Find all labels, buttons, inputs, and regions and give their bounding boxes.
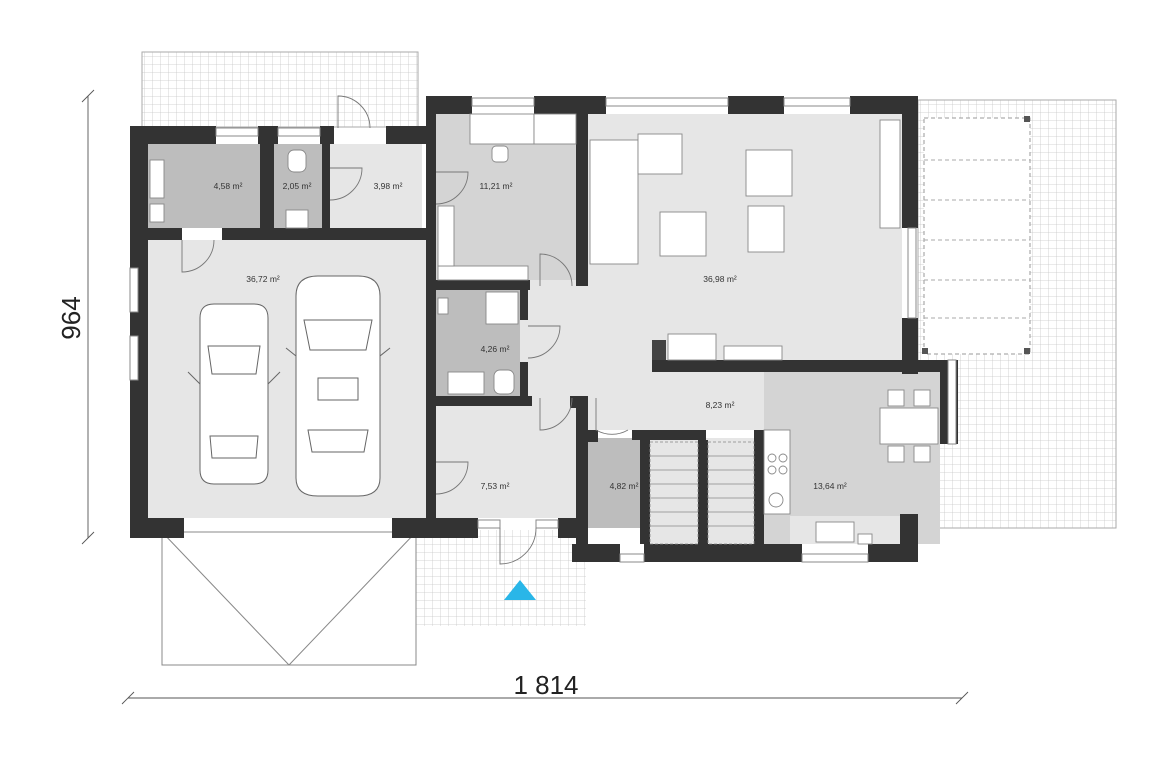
doors — [181, 95, 629, 565]
floor-pantry — [588, 438, 648, 528]
bathroom-furniture — [437, 291, 519, 395]
width-dimension-label: 1 814 — [513, 670, 578, 700]
floor-garage — [148, 240, 426, 518]
entrance-arrow-icon — [504, 580, 536, 600]
living-furniture — [589, 119, 901, 361]
car-icon — [285, 275, 391, 497]
car-icon — [187, 303, 281, 485]
kitchen-furniture — [763, 389, 939, 545]
stairs — [649, 441, 755, 545]
terrace-north-west — [142, 52, 418, 127]
room-area-hall: 8,23 m² — [706, 400, 735, 410]
room-area-living-room: 36,98 m² — [703, 274, 737, 284]
height-dimension-label: 964 — [56, 296, 86, 339]
room-area-utility: 4,58 m² — [214, 181, 243, 191]
room-area-bathroom: 4,26 m² — [481, 344, 510, 354]
room-labels: 4,58 m² 2,05 m² 3,98 m² 11,21 m² 36,98 m… — [214, 181, 847, 491]
utility-furniture — [149, 149, 309, 229]
dimension-height — [81, 89, 95, 545]
carport — [161, 531, 417, 666]
room-area-office: 11,21 m² — [480, 181, 513, 191]
office-furniture — [437, 113, 577, 281]
room-area-entrance: 7,53 m² — [481, 481, 510, 491]
room-area-wc: 2,05 m² — [283, 181, 312, 191]
entrance-paving — [416, 530, 586, 626]
floor-utility — [148, 144, 260, 228]
room-area-pantry: 4,82 m² — [610, 481, 639, 491]
pergola — [922, 116, 1031, 355]
walls — [130, 96, 958, 562]
room-area-kitchen-dining: 13,64 m² — [813, 481, 847, 491]
room-area-vestibule: 3,98 m² — [374, 181, 403, 191]
room-area-garage: 36,72 m² — [246, 274, 280, 284]
floor-vestibule — [330, 144, 422, 228]
windows — [129, 97, 957, 563]
dimension-width — [121, 691, 969, 705]
